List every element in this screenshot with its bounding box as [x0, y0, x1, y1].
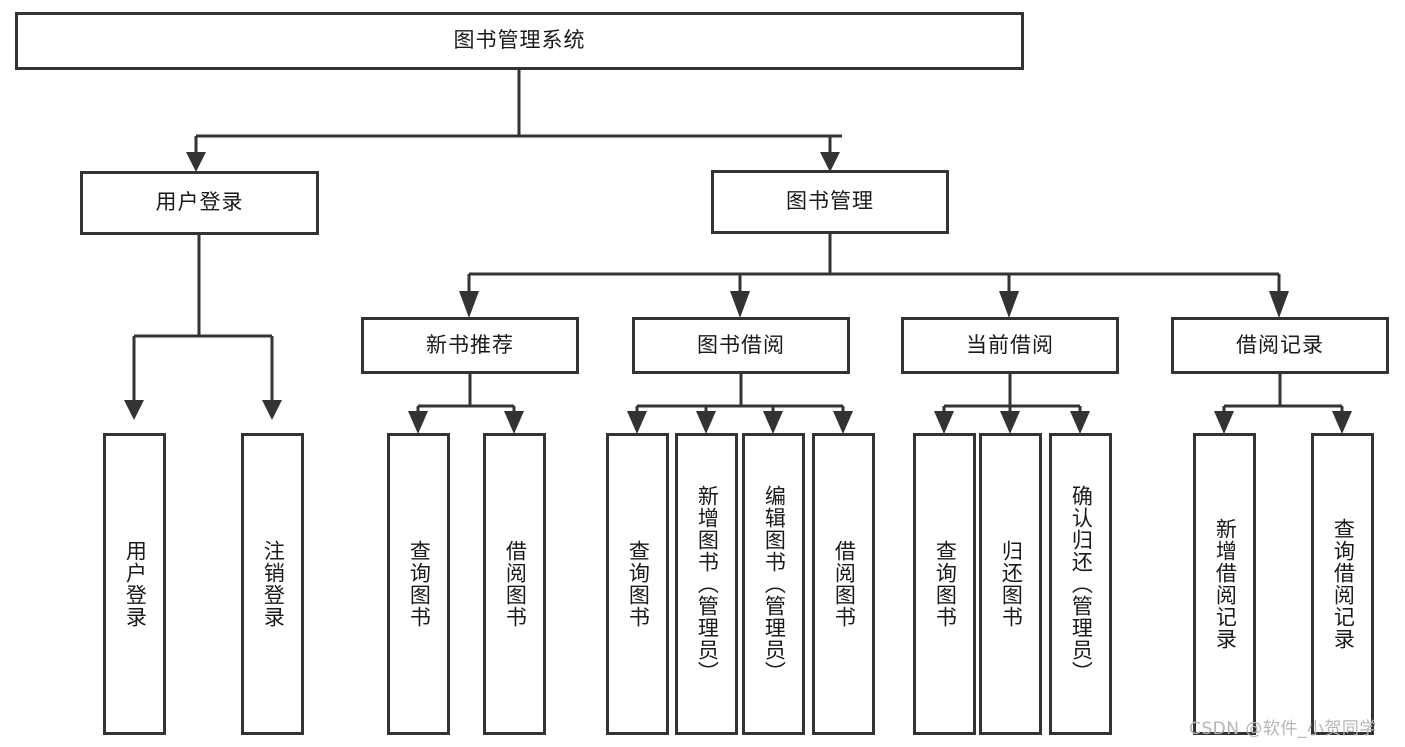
arrowhead-to-borrow-record — [1269, 291, 1289, 318]
arrowhead-leaf-query-book-1 — [408, 411, 428, 434]
watermark-text: CSDN @软件_小贺同学 — [1189, 719, 1377, 739]
node-box-borrow-record[interactable] — [1171, 317, 1389, 374]
node-box-leaf-edit-book[interactable] — [742, 433, 805, 735]
arrowhead-to-new-book-recommend — [459, 291, 479, 318]
connector-current-borrow-trunk — [942, 372, 1082, 414]
node-box-leaf-query-book-3[interactable] — [913, 433, 976, 735]
node-box-leaf-logout[interactable] — [241, 433, 304, 735]
arrowhead-leaf-return-book — [1000, 411, 1020, 434]
connector-book-borrow-trunk — [635, 372, 845, 414]
arrowhead-leaf-query-book-3 — [934, 411, 954, 434]
arrowhead-leaf-edit-book — [763, 411, 783, 434]
node-box-leaf-confirm-return[interactable] — [1049, 433, 1112, 735]
arrowhead-leaf-add-book — [696, 411, 716, 434]
node-box-book-borrow[interactable] — [632, 317, 850, 374]
node-box-leaf-return-book[interactable] — [979, 433, 1042, 735]
arrowhead-leaf-query-record — [1332, 411, 1352, 434]
node-box-leaf-query-record[interactable] — [1311, 433, 1374, 735]
connector-new-book-recommend-trunk — [416, 372, 516, 414]
node-box-leaf-user-login[interactable] — [103, 433, 166, 735]
node-box-root[interactable] — [15, 12, 1024, 70]
connector-user-login-trunk — [132, 233, 274, 400]
arrowhead-leaf-borrow-book-1 — [504, 411, 524, 434]
arrowhead-to-book-borrow — [730, 291, 750, 318]
arrowhead-leaf-borrow-book-2 — [833, 411, 853, 434]
node-box-book-management[interactable] — [711, 170, 949, 234]
node-box-leaf-add-book[interactable] — [675, 433, 738, 735]
node-box-new-book-recommend[interactable] — [361, 317, 579, 374]
node-box-current-borrow[interactable] — [901, 317, 1119, 374]
arrowhead-leaf-query-book-2 — [627, 411, 647, 434]
arrowhead-leaf-logout — [262, 400, 282, 420]
node-box-user-login[interactable] — [80, 171, 319, 235]
node-box-leaf-borrow-book-1[interactable] — [483, 433, 546, 735]
connector-borrow-record-trunk — [1222, 372, 1344, 414]
connector-root-trunk — [194, 68, 842, 153]
node-box-leaf-borrow-book-2[interactable] — [812, 433, 875, 735]
node-box-leaf-query-book-2[interactable] — [606, 433, 669, 735]
arrowhead-to-user-login — [186, 152, 206, 172]
node-box-leaf-query-book-1[interactable] — [387, 433, 450, 735]
arrowhead-leaf-add-record — [1214, 411, 1234, 434]
arrowhead-to-book-management — [820, 152, 840, 172]
node-box-leaf-add-record[interactable] — [1193, 433, 1256, 735]
arrowhead-leaf-user-login — [124, 400, 144, 420]
connector-book-management-trunk — [467, 232, 1281, 292]
arrowhead-to-current-borrow — [999, 291, 1019, 318]
arrowhead-leaf-confirm-return — [1070, 411, 1090, 434]
